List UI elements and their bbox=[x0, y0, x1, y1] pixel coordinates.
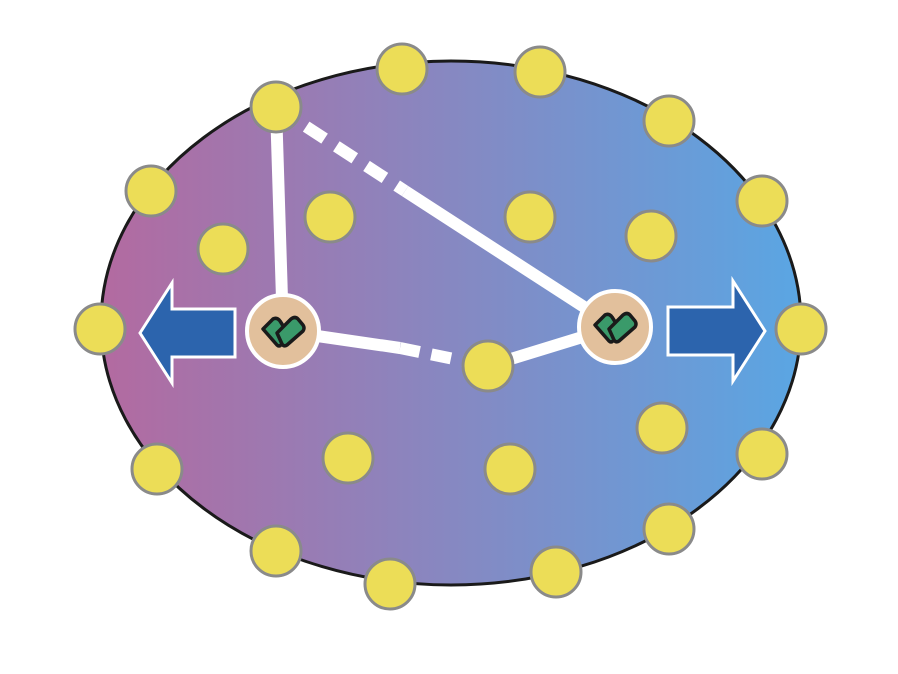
connection-solid bbox=[401, 185, 619, 333]
dot bbox=[363, 557, 417, 611]
dot bbox=[774, 302, 828, 356]
dot bbox=[321, 431, 375, 485]
dot bbox=[735, 174, 789, 228]
dot bbox=[483, 442, 537, 496]
dot bbox=[635, 401, 689, 455]
dot bbox=[503, 190, 557, 244]
dots bbox=[73, 42, 828, 611]
dot bbox=[303, 190, 357, 244]
dot bbox=[249, 80, 303, 134]
dot bbox=[642, 94, 696, 148]
dot bbox=[513, 45, 567, 99]
dot bbox=[124, 164, 178, 218]
arrow-right-icon bbox=[666, 275, 767, 387]
dot bbox=[529, 545, 583, 599]
node-right bbox=[577, 289, 653, 365]
node-left bbox=[245, 293, 321, 369]
dot bbox=[375, 42, 429, 96]
dot bbox=[130, 442, 184, 496]
dot bbox=[73, 302, 127, 356]
dot bbox=[196, 222, 250, 276]
arrow-left-icon bbox=[138, 277, 237, 389]
dot bbox=[735, 427, 789, 481]
dot bbox=[642, 502, 696, 556]
connection-dashed bbox=[272, 101, 409, 197]
dot bbox=[624, 209, 678, 263]
dot bbox=[461, 339, 515, 393]
dot bbox=[249, 524, 303, 578]
